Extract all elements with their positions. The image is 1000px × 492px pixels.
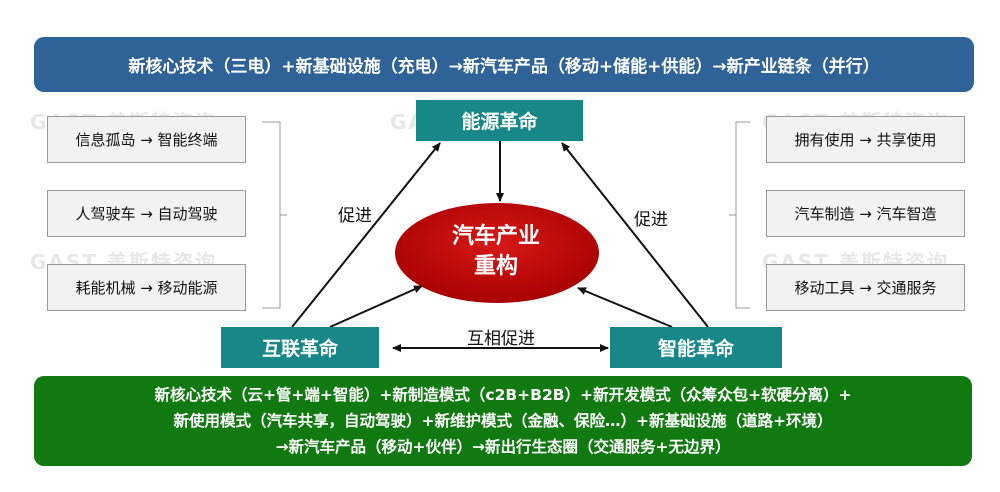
node-intelligence-revolution: 智能革命 (610, 327, 782, 368)
edge-label-right: 促进 (634, 210, 668, 230)
left-item: 信息孤岛 → 智能终端 (47, 116, 246, 163)
left-item: 人驾驶车 → 自动驾驶 (47, 190, 246, 237)
right-item: 拥有使用 → 共享使用 (766, 116, 965, 163)
top-banner: 新核心技术（三电）+新基础设施（充电）→新汽车产品（移动+储能+供能）→新产业链… (34, 37, 974, 92)
bottom-banner-line2: 新使用模式（汽车共享，自动驾驶）+新维护模式（金融、保险…）+新基础设施（道路+… (173, 412, 833, 430)
center-label: 汽车产业 重构 (394, 222, 598, 282)
arrow-intelligence-to-energy (561, 142, 709, 328)
bottom-banner-line3: →新汽车产品（移动+伙伴）→新出行生态圈（交通服务+无边界） (275, 438, 731, 456)
arrow-intelligence-to-center (577, 287, 673, 328)
bottom-banner: 新核心技术（云+管+端+智能）+新制造模式（c2B+B2B）+新开发模式（众筹众… (34, 376, 972, 466)
node-energy-revolution: 能源革命 (416, 100, 583, 141)
center-ellipse (395, 203, 599, 303)
center-label-line1: 汽车产业 (451, 224, 540, 249)
center-label-line2: 重构 (473, 254, 518, 279)
edge-label-bottom: 互相促进 (467, 329, 535, 349)
left-bracket (262, 121, 287, 309)
left-item: 耗能机械 → 移动能源 (47, 264, 246, 311)
right-item: 汽车制造 → 汽车智造 (766, 190, 965, 237)
arrow-internet-to-center (329, 285, 423, 328)
edge-label-left: 促进 (338, 206, 372, 226)
arrow-internet-to-energy (291, 142, 441, 328)
node-internet-revolution: 互联革命 (221, 327, 379, 368)
right-item: 移动工具 → 交通服务 (766, 264, 965, 311)
right-bracket (729, 121, 750, 309)
bottom-banner-line1: 新核心技术（云+管+端+智能）+新制造模式（c2B+B2B）+新开发模式（众筹众… (154, 386, 852, 404)
